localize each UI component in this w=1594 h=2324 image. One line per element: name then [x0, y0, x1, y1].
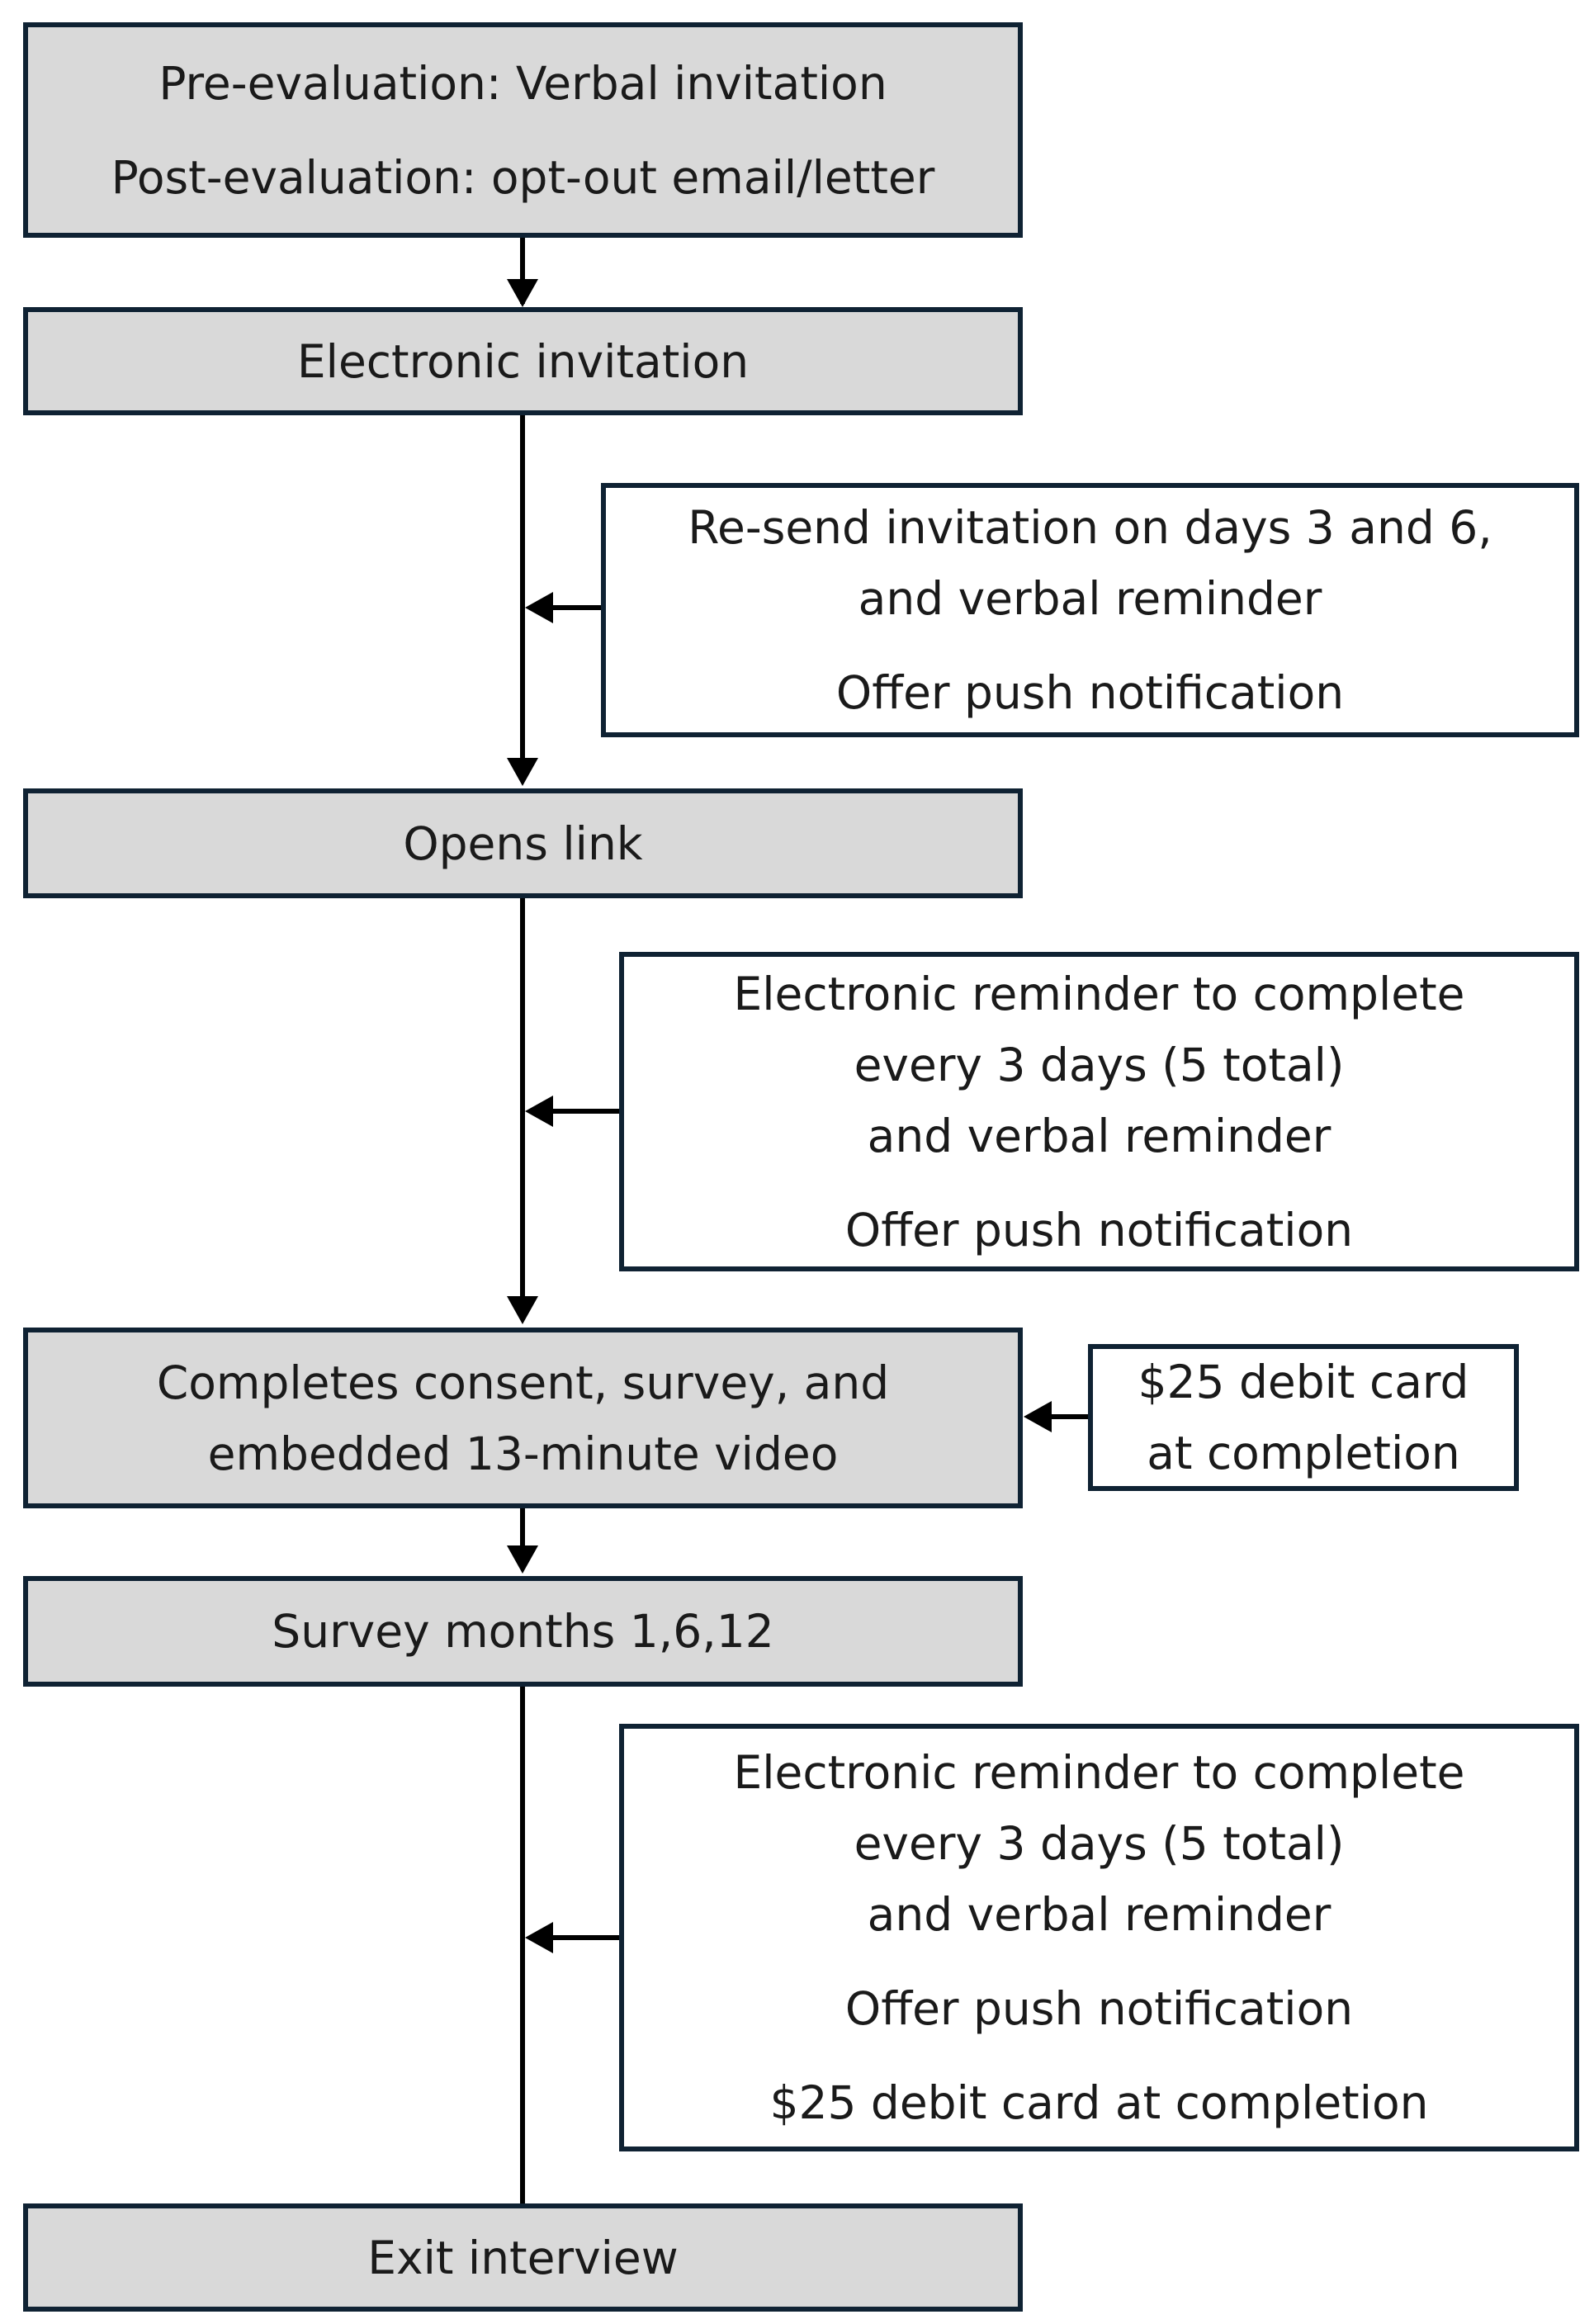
arrowhead-reminder3 [525, 1922, 553, 1953]
step-opens-link: Opens link [23, 788, 1023, 898]
reminder3-line4: Offer push notification [844, 1982, 1354, 2035]
reminder-box-invitation: Re-send invitation on days 3 and 6, and … [601, 483, 1579, 737]
step-survey-months-label: Survey months 1,6,12 [272, 1605, 774, 1658]
reminder2-line4: Offer push notification [844, 1203, 1354, 1257]
step-exit-interview-label: Exit interview [367, 2231, 679, 2284]
reminder2-line1: Electronic reminder to complete [733, 967, 1465, 1020]
arrowhead-step3 [507, 758, 538, 786]
step-completes-consent: Completes consent, survey, and embedded … [23, 1328, 1023, 1508]
reminder1-line1: Re-send invitation on days 3 and 6, [688, 501, 1492, 554]
arrowhead-step5 [507, 1545, 538, 1574]
arrowhead-incentive [1024, 1401, 1052, 1432]
reminder3-line2: every 3 days (5 total) [854, 1817, 1345, 1870]
arrowhead-reminder1 [525, 592, 553, 623]
step-survey-months: Survey months 1,6,12 [23, 1576, 1023, 1687]
reminder2-line2: every 3 days (5 total) [854, 1038, 1345, 1091]
step-electronic-invitation: Electronic invitation [23, 307, 1023, 415]
incentive-line1: $25 debit card [1138, 1356, 1469, 1408]
step-evaluation-invitation: Pre-evaluation: Verbal invitation Post-e… [23, 22, 1023, 238]
step-opens-link-label: Opens link [403, 816, 643, 870]
arrowhead-step2 [507, 279, 538, 307]
incentive-line2: at completion [1147, 1427, 1460, 1479]
reminder3-line3: and verbal reminder [867, 1888, 1331, 1941]
incentive-box: $25 debit card at completion [1088, 1344, 1519, 1491]
reminder3-line5: $25 debit card at completion [769, 2076, 1429, 2129]
reminder-box-survey: Electronic reminder to complete every 3 … [619, 1724, 1579, 2151]
reminder1-line3: Offer push notification [835, 666, 1345, 719]
step-evaluation-line1: Pre-evaluation: Verbal invitation [158, 56, 887, 110]
step-electronic-invitation-label: Electronic invitation [296, 334, 750, 388]
reminder1-line2: and verbal reminder [858, 572, 1322, 625]
step-completes-line1: Completes consent, survey, and [156, 1356, 890, 1409]
step-exit-interview: Exit interview [23, 2203, 1023, 2312]
step-completes-line2: embedded 13-minute video [207, 1427, 839, 1480]
reminder3-line1: Electronic reminder to complete [733, 1746, 1465, 1799]
arrowhead-step4 [507, 1296, 538, 1324]
reminder-box-opens-link: Electronic reminder to complete every 3 … [619, 952, 1579, 1271]
reminder2-line3: and verbal reminder [867, 1109, 1331, 1162]
step-evaluation-line2: Post-evaluation: opt-out email/letter [111, 150, 935, 204]
arrowhead-reminder2 [525, 1096, 553, 1127]
